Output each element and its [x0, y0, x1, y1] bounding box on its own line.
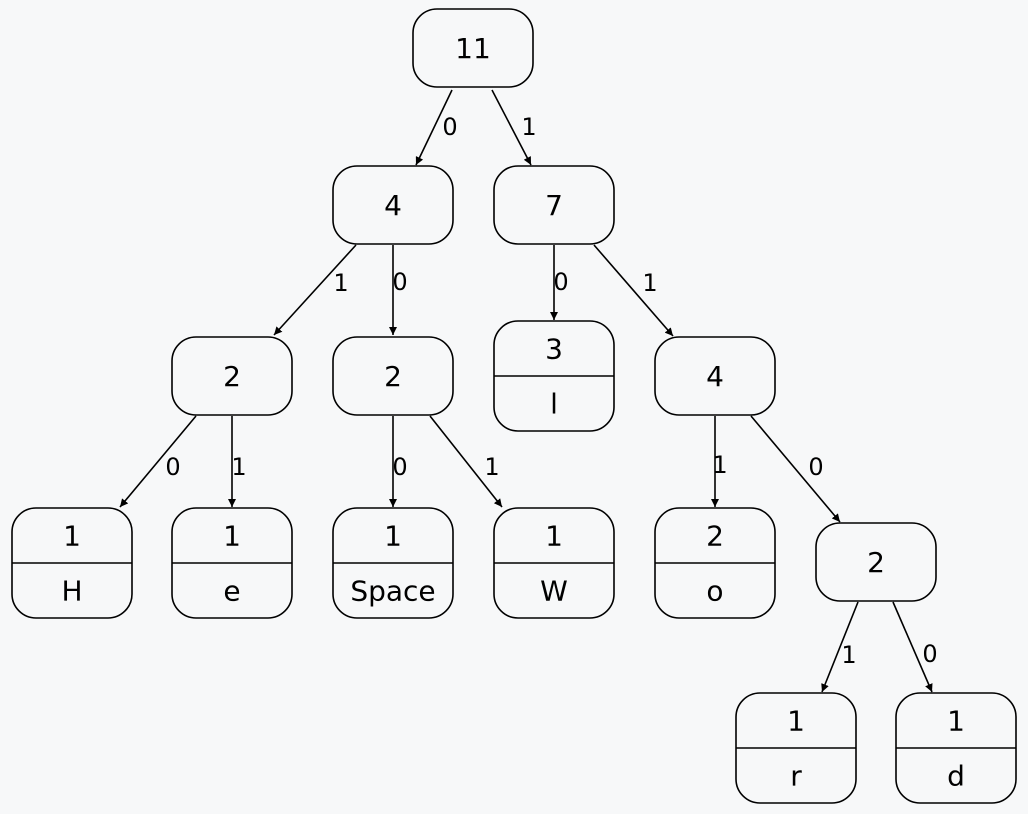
edge-line [892, 601, 933, 693]
node-box [332, 336, 454, 416]
node-box [412, 8, 534, 88]
edge-line [429, 415, 503, 508]
node-box [493, 165, 615, 245]
internal-node: 7 [493, 165, 615, 245]
edge-label: 0 [922, 640, 937, 668]
edge-label: 0 [442, 113, 457, 141]
node-symbol: r [790, 760, 802, 793]
node-symbol: W [540, 575, 568, 608]
edge-n7-to-n3l: 0 [550, 245, 569, 320]
edge-label: 0 [808, 453, 823, 481]
edge-label: 1 [521, 113, 536, 141]
leaf-node: 1e [171, 507, 293, 619]
edge-label: 1 [841, 641, 856, 669]
node-box [171, 336, 293, 416]
edge-label: 0 [165, 453, 180, 481]
edge-label: 1 [712, 451, 727, 479]
edge-label: 0 [553, 268, 568, 296]
node-count: 4 [706, 360, 724, 393]
node-count: 2 [384, 360, 402, 393]
internal-node: 2 [171, 336, 293, 416]
node-count: 3 [545, 333, 563, 366]
edge-line [593, 244, 674, 337]
edge-line [273, 244, 357, 336]
node-count: 1 [947, 705, 965, 738]
node-box [815, 522, 937, 602]
internal-node: 2 [815, 522, 937, 602]
node-count: 2 [223, 360, 241, 393]
node-count: 1 [787, 705, 805, 738]
internal-node: 4 [654, 336, 776, 416]
edge-n2b-to-n1W: 1 [429, 415, 503, 508]
edge-n2c-to-n1d: 0 [892, 601, 938, 693]
node-count: 2 [706, 520, 724, 553]
node-box [654, 336, 776, 416]
edge-label: 1 [484, 453, 499, 481]
edge-line [821, 601, 859, 693]
edge-label: 1 [231, 453, 246, 481]
edge-line [491, 89, 532, 166]
node-count: 2 [867, 546, 885, 579]
node-symbol: H [61, 575, 82, 608]
edge-label: 0 [392, 453, 407, 481]
node-box [332, 165, 454, 245]
leaf-node: 3l [493, 320, 615, 432]
node-count: 4 [384, 189, 402, 222]
leaf-node: 1W [493, 507, 615, 619]
node-count: 1 [63, 520, 81, 553]
node-count: 11 [455, 32, 491, 65]
edge-label: 1 [642, 269, 657, 297]
node-count: 1 [545, 520, 563, 553]
leaf-node: 1H [11, 507, 133, 619]
edge-n11-to-n4a: 0 [415, 89, 458, 166]
edge-line [415, 89, 453, 166]
node-count: 7 [545, 189, 563, 222]
edge-n2b-to-n1sp: 0 [389, 416, 408, 507]
node-symbol: l [550, 388, 558, 421]
leaf-node: 1r [735, 692, 857, 804]
edge-n4b-to-n2o: 1 [711, 416, 728, 507]
node-symbol: d [947, 760, 965, 793]
edge-n2c-to-n1r: 1 [821, 601, 859, 693]
internal-node: 11 [412, 8, 534, 88]
leaf-node: 2o [654, 507, 776, 619]
edge-n4b-to-n2c: 0 [750, 415, 841, 523]
internal-node: 2 [332, 336, 454, 416]
edge-n7-to-n4b: 1 [593, 244, 674, 337]
node-symbol: Space [350, 575, 435, 608]
edge-n2a-to-n1H: 0 [119, 415, 197, 508]
edges-layer: 0 1 1 0 0 1 0 1 0 1 1 0 1 0 [119, 89, 938, 693]
node-symbol: e [223, 575, 240, 608]
edge-n4a-to-n2b: 0 [389, 245, 408, 335]
node-count: 1 [223, 520, 241, 553]
edge-label: 0 [392, 268, 407, 296]
edge-label: 1 [333, 269, 348, 297]
edge-n4a-to-n2a: 1 [273, 244, 357, 336]
internal-node: 4 [332, 165, 454, 245]
node-count: 1 [384, 520, 402, 553]
leaf-node: 1d [895, 692, 1017, 804]
edge-line [119, 415, 197, 508]
edge-n2a-to-n1e: 1 [228, 416, 247, 507]
edge-n11-to-n7: 1 [491, 89, 537, 166]
node-symbol: o [706, 575, 723, 608]
edge-line [750, 415, 841, 523]
